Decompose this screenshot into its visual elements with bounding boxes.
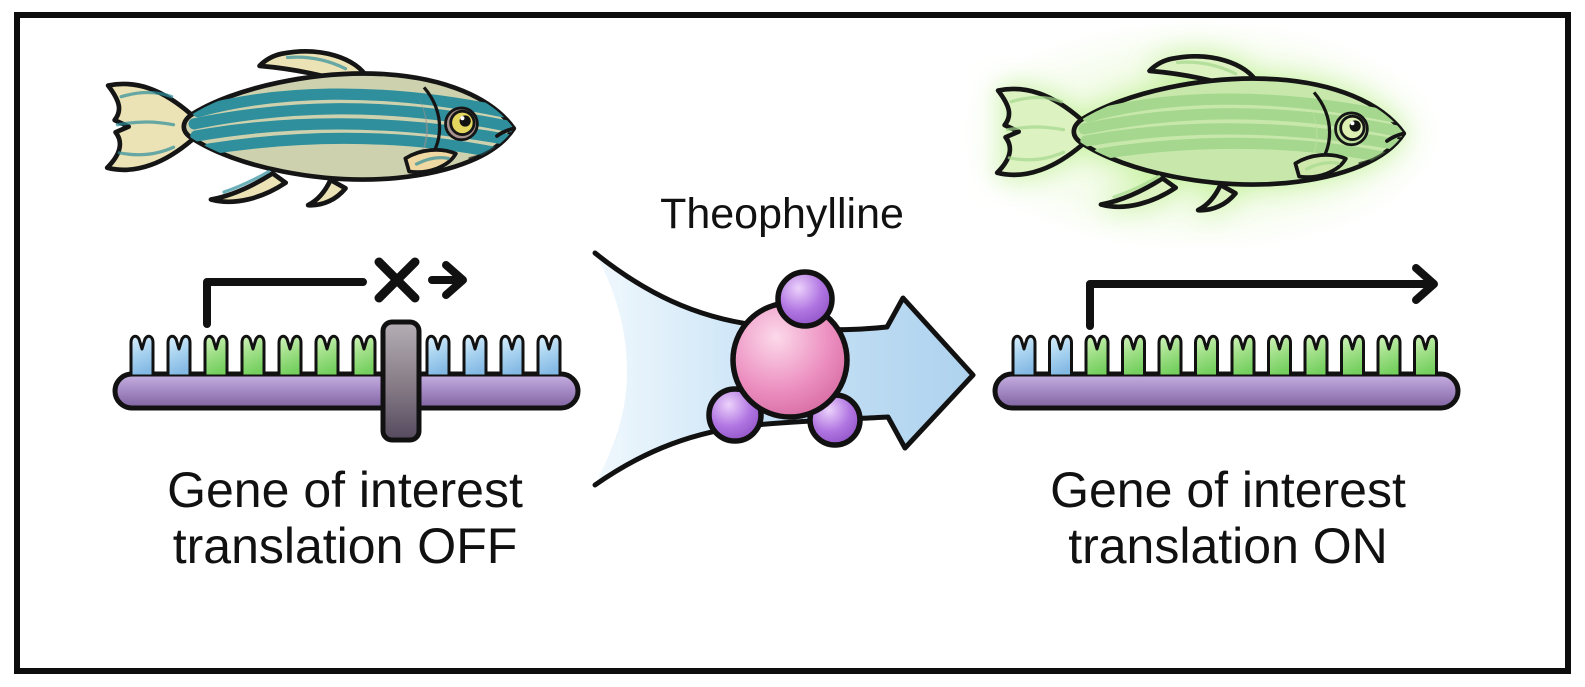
codon-green [1413, 334, 1438, 376]
induction-arrow-outline [592, 250, 976, 488]
codon-green [1084, 334, 1110, 376]
codon-blue [425, 334, 451, 376]
zebrafish-gfp-icon [985, 40, 1415, 227]
x-icon [374, 257, 420, 303]
codon-blue [499, 334, 525, 376]
codon-blue [1048, 334, 1073, 376]
codon-row [1011, 334, 1438, 376]
theophylline-label: Theophylline [660, 190, 904, 238]
codon-blue [1011, 334, 1037, 376]
codon-green [1157, 334, 1183, 376]
zebrafish-wildtype-icon [95, 35, 525, 222]
codon-blue [536, 334, 562, 376]
figure-border [14, 12, 1571, 674]
codon-green [1121, 334, 1146, 376]
codon-row [129, 319, 562, 443]
translation-blocker [380, 319, 422, 443]
theophylline-molecule-icon [706, 269, 863, 448]
mrna-bar [992, 371, 1461, 411]
codon-blue [129, 334, 155, 376]
blocked-translation-arrow [203, 278, 367, 328]
codon-blue [166, 334, 192, 376]
induction-arrow-icon [592, 250, 976, 488]
codon-green [1194, 334, 1219, 376]
mrna-bar [112, 371, 581, 411]
codon-green [277, 334, 303, 376]
translation-arrow [1086, 264, 1438, 330]
caption-line: translation ON [1068, 518, 1388, 574]
codon-green [314, 334, 340, 376]
caption-translation-on: Gene of interest translation ON [998, 462, 1458, 574]
mrna-construct-off [112, 257, 581, 443]
codon-blue [462, 334, 488, 376]
codon-green [1303, 334, 1329, 376]
mrna-construct-on [992, 264, 1461, 411]
codon-green [1340, 334, 1365, 376]
codon-green [240, 334, 266, 376]
caption-line: Gene of interest [1050, 462, 1406, 518]
codon-green [1230, 334, 1256, 376]
caption-line: translation OFF [172, 518, 518, 574]
caption-translation-off: Gene of interest translation OFF [115, 462, 575, 574]
codon-green [203, 334, 229, 376]
arrow-icon [428, 261, 467, 299]
codon-green [351, 334, 377, 376]
codon-green [1267, 334, 1292, 376]
codon-green [1376, 334, 1402, 376]
caption-line: Gene of interest [167, 462, 523, 518]
